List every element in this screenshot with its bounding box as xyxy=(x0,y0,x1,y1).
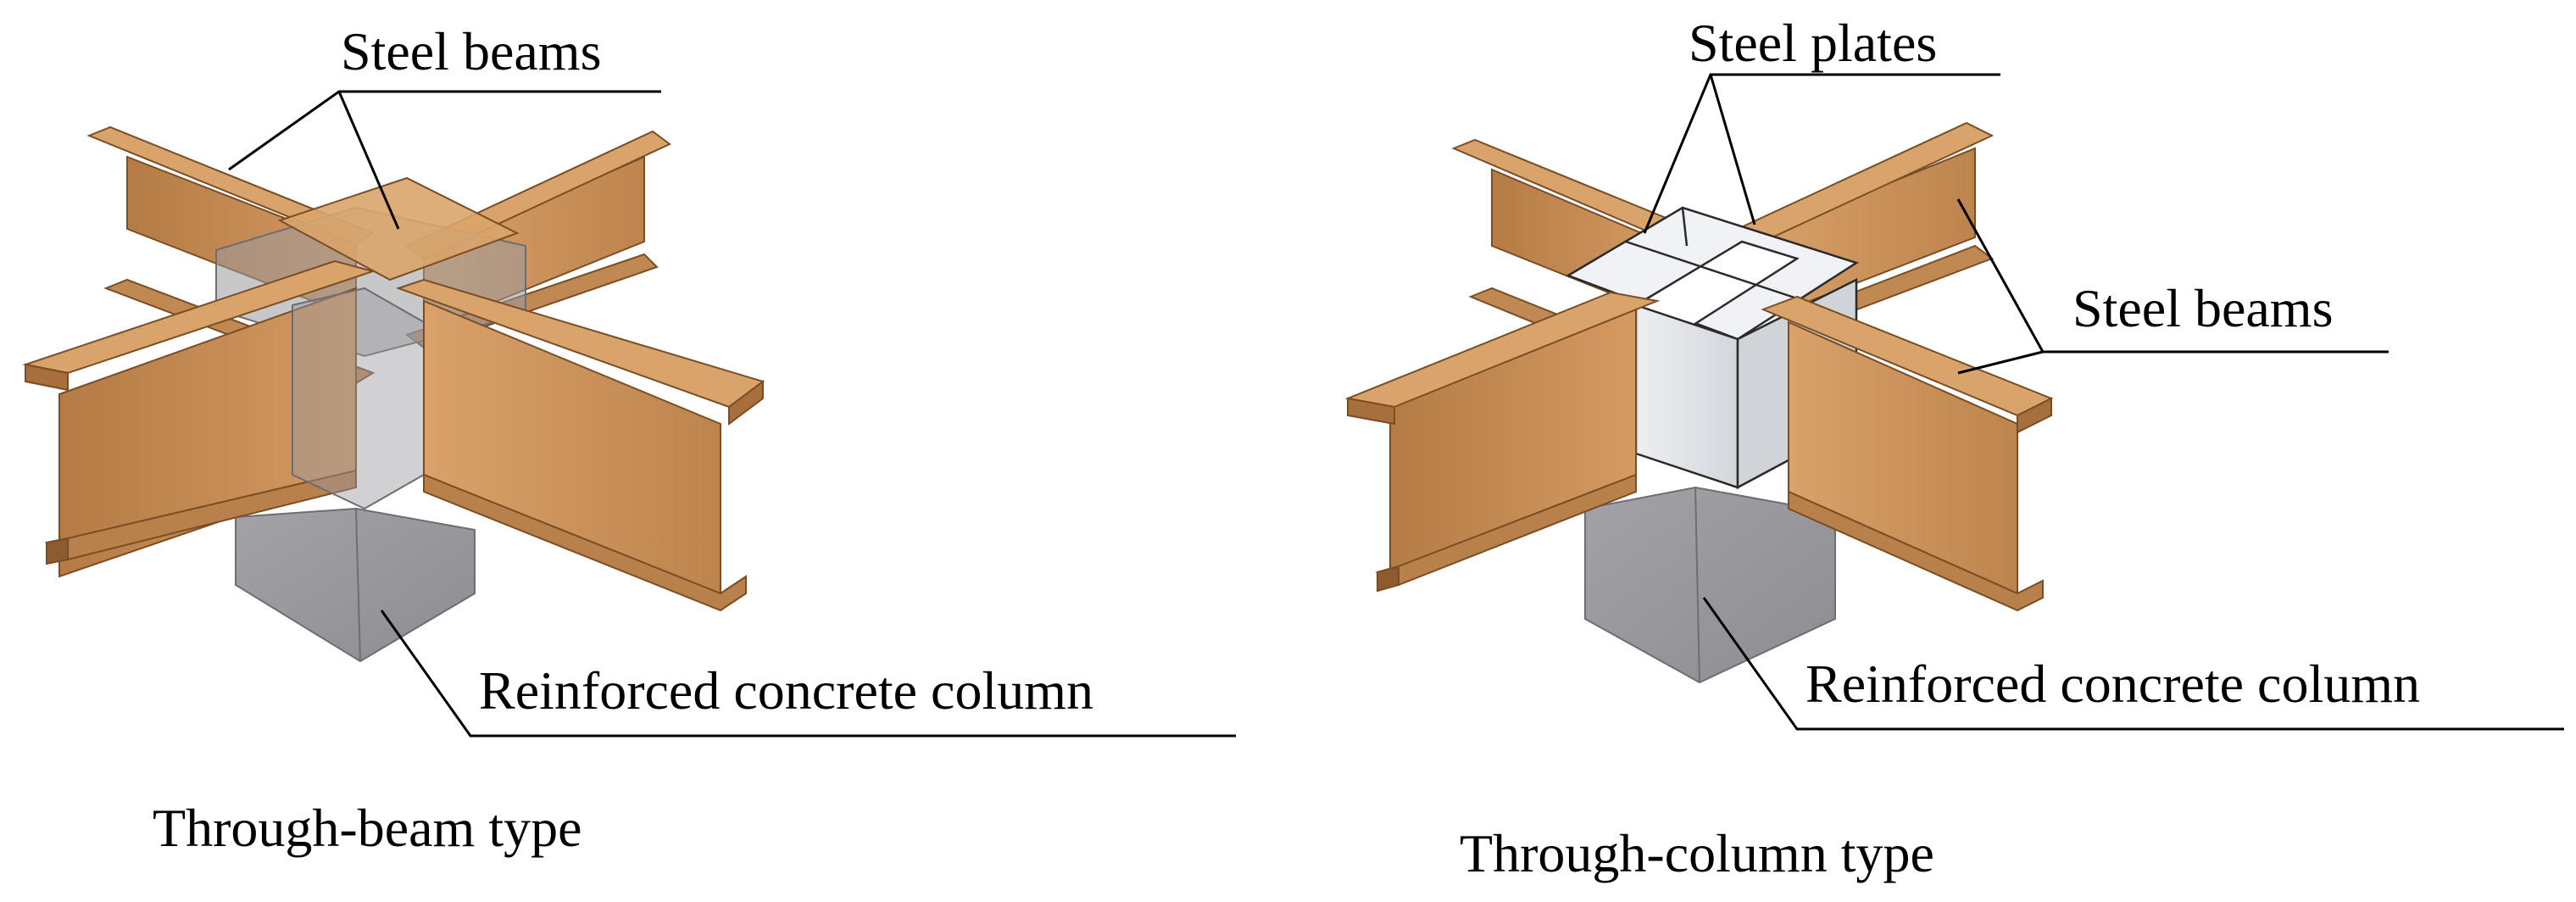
column-label-left: Reinforced concrete column xyxy=(479,660,1093,721)
steel-beams-label-right: Steel beams xyxy=(2072,278,2333,338)
leader-column-left xyxy=(380,610,1236,738)
leader-plates-2 xyxy=(1709,74,1756,226)
leader-column-right xyxy=(1702,597,2564,731)
steel-plates-label: Steel plates xyxy=(1689,13,1937,73)
caption-right: Through-column type xyxy=(1460,823,1934,883)
leader-beams-right-2 xyxy=(1957,350,2044,375)
left-annotations: Steel beams Reinforced concrete column T… xyxy=(153,21,1236,858)
beam-front-left xyxy=(22,259,376,578)
beam-front-right xyxy=(395,278,765,612)
beam-front-right-right xyxy=(1761,295,2054,612)
leader-beams-left-2 xyxy=(337,91,400,230)
column-label-right: Reinforced concrete column xyxy=(1805,654,2420,714)
steel-beams-label-left: Steel beams xyxy=(341,21,601,81)
column-core-front xyxy=(292,287,425,510)
through-column-joint xyxy=(1344,121,2054,684)
concrete-column-right xyxy=(1584,486,1836,684)
through-beam-joint xyxy=(22,125,765,663)
concrete-column-left xyxy=(235,507,476,663)
right-annotations: Steel plates Steel beams Reinforced conc… xyxy=(1460,13,2564,883)
beam-front-left-right xyxy=(1344,291,1661,593)
caption-left: Through-beam type xyxy=(153,798,582,858)
